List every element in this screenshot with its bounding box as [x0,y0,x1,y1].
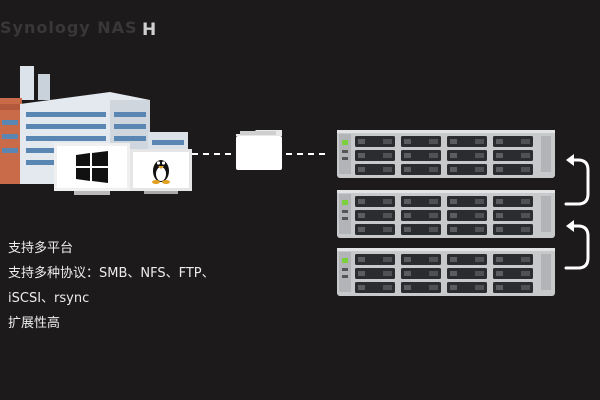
server-rack-2 [337,190,555,238]
server-stack [335,128,557,300]
feature-protocols-cont: iSCSI、rsync [8,291,90,306]
linux-monitor [130,149,192,199]
feature-protocols: 支持多种协议：SMB、NFS、FTP、 [8,266,215,281]
feature-multi-platform: 支持多平台 [8,241,74,256]
feature-scalability: 扩展性高 [8,316,61,331]
dashed-connector [192,153,328,155]
expansion-arrows [564,154,590,270]
windows-icon [76,151,108,183]
feature-list: 支持多平台 支持多种协议：SMB、NFS、FTP、 iSCSI、rsync 扩展… [8,236,215,336]
arrow-up-icon [566,220,574,232]
header-title-glyph: H [142,20,157,40]
arrow-up-icon [566,154,574,166]
folder-icon [236,130,282,170]
header-title-faded: Synology NAS [0,18,138,37]
server-rack-3 [337,248,555,296]
windows-monitor [54,143,130,201]
server-rack-1 [337,130,555,178]
linux-tux-icon [152,160,170,184]
